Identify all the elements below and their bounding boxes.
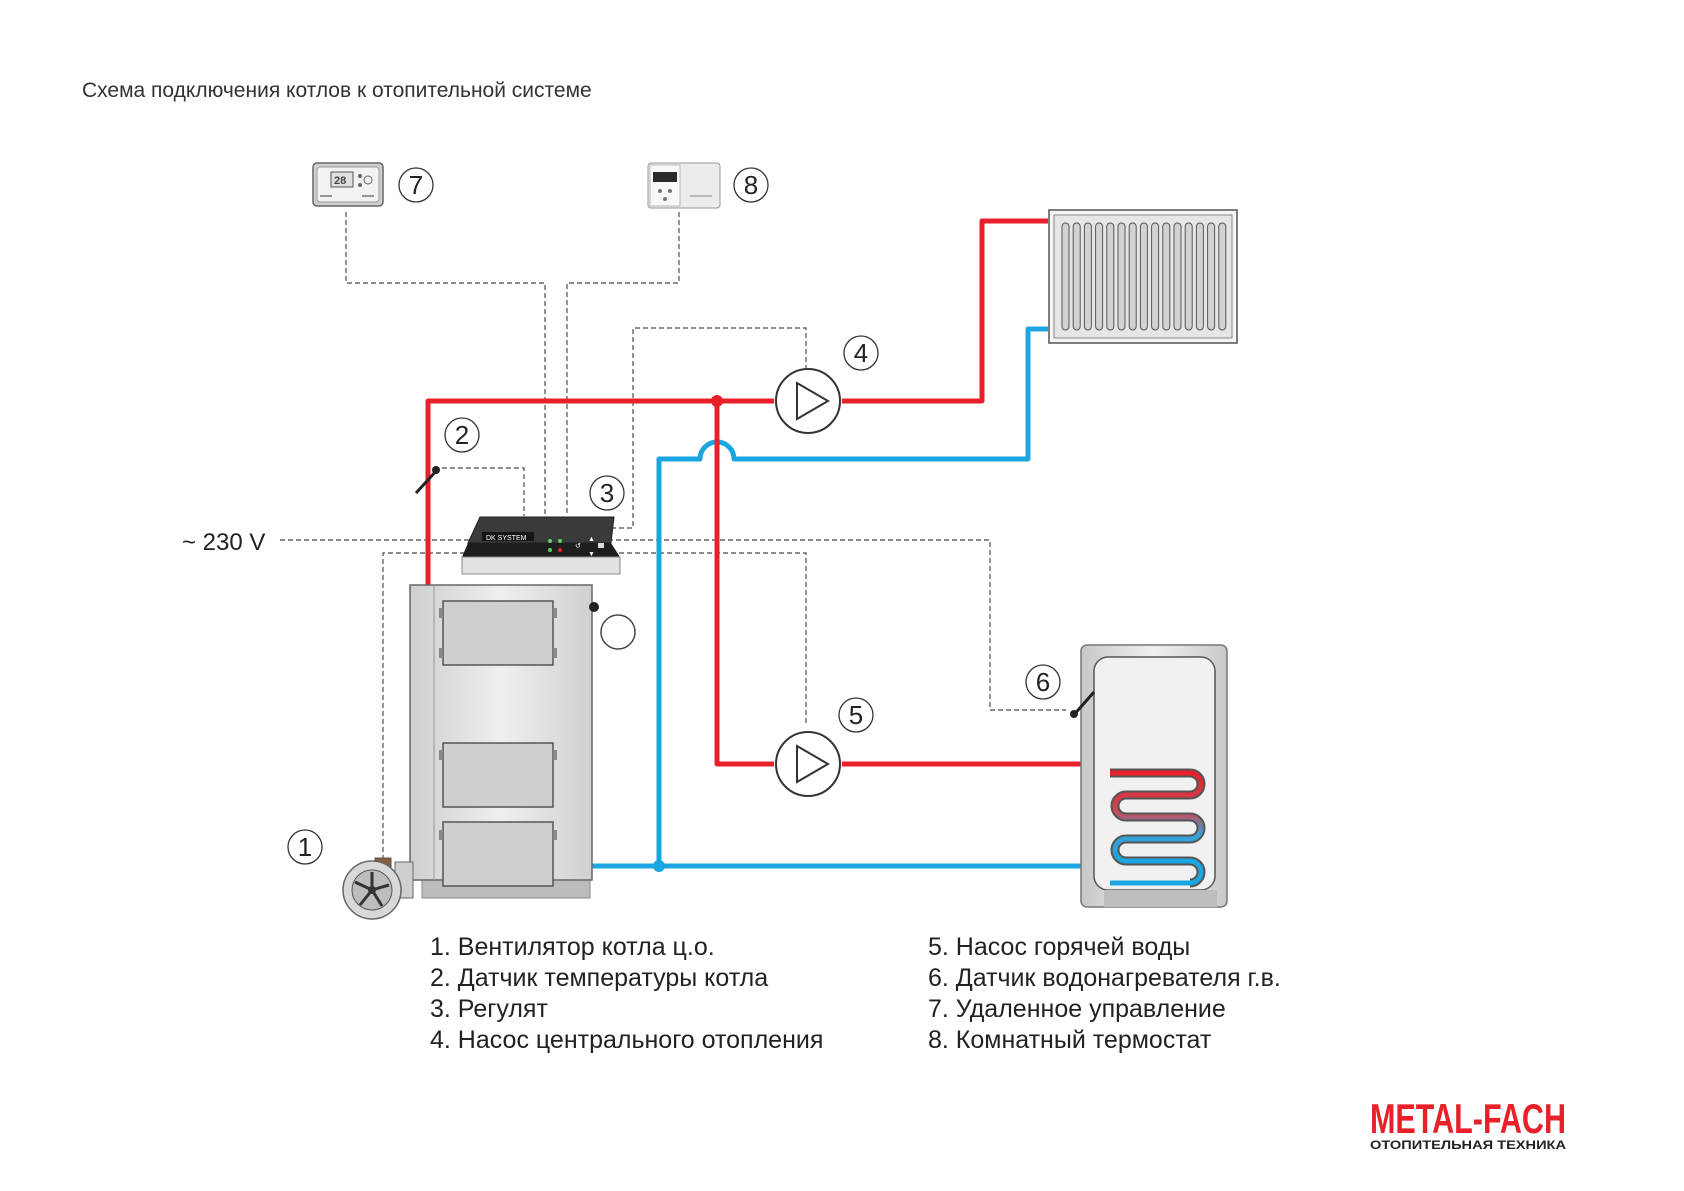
boiler (409, 584, 636, 899)
supply-pipes (425, 218, 1110, 767)
room-thermostat-device (647, 162, 721, 209)
remote-control-device: 28 (312, 162, 384, 207)
callout-8: 8 (733, 167, 769, 203)
radiator-fin (1095, 222, 1104, 331)
controller-label: DK SYSTEM (486, 535, 527, 542)
legend-item: 2. Датчик температуры котла (430, 964, 768, 992)
water-heater-sensor (1070, 691, 1096, 718)
svg-text:1: 1 (298, 832, 312, 862)
callout-4: 4 (843, 335, 879, 371)
logo-tagline: ОТОПИТЕЛЬНАЯ ТЕХНИКА (1370, 1138, 1566, 1152)
radiator (1048, 209, 1238, 344)
radiator-fin (1162, 222, 1171, 331)
central-heating-pump (775, 368, 841, 434)
legend-item: 8. Комнатный термостат (928, 1026, 1212, 1054)
callout-7: 7 (398, 167, 434, 203)
radiator-fin (1106, 222, 1115, 331)
legend-item: 1. Вентилятор котла ц.о. (430, 933, 715, 961)
svg-text:↺: ↺ (575, 543, 581, 550)
callout-6: 6 (1025, 664, 1061, 700)
voltage-label: ~ 230 V (182, 529, 265, 556)
radiator-fin (1117, 222, 1126, 331)
boiler-temperature-sensor (414, 466, 440, 495)
control-wiring (280, 212, 1066, 858)
callouts: 1 2 3 4 5 6 7 8 (287, 167, 1061, 865)
callout-1: 1 (287, 829, 323, 865)
legend-item: 4. Насос центрального отопления (430, 1026, 823, 1054)
svg-text:8: 8 (744, 170, 758, 200)
radiator-fin (1061, 222, 1070, 331)
radiator-fin (1173, 222, 1182, 331)
radiator-fin (1083, 222, 1092, 331)
hot-water-pump (775, 731, 841, 797)
legend: 1. Вентилятор котла ц.о. 2. Датчик темпе… (430, 933, 1281, 1054)
legend-item: 6. Датчик водонагревателя г.в. (928, 964, 1281, 992)
radiator-fin (1184, 222, 1193, 331)
svg-text:7: 7 (409, 170, 423, 200)
boiler-fan (342, 857, 414, 920)
diagram-title: Схема подключения котлов к отопительной … (82, 79, 592, 102)
controller-unit: DK SYSTEM ↺ ▲ ▼ (461, 516, 621, 575)
callout-5: 5 (838, 697, 874, 733)
radiator-fin (1128, 222, 1137, 331)
radiator-fin (1207, 222, 1216, 331)
svg-text:2: 2 (455, 420, 469, 450)
radiator-fin (1139, 222, 1148, 331)
svg-text:▲: ▲ (588, 536, 595, 543)
callout-2: 2 (444, 417, 480, 453)
radiator-fin (1151, 222, 1160, 331)
legend-item: 7. Удаленное управление (928, 995, 1226, 1023)
legend-item: 3. Регулят (430, 995, 548, 1023)
logo-brand: METAL-FACH (1370, 1095, 1566, 1142)
return-pipes (588, 326, 1108, 872)
radiator-fin (1195, 222, 1204, 331)
callout-3: 3 (589, 475, 625, 511)
svg-text:5: 5 (849, 700, 863, 730)
svg-text:▼: ▼ (588, 551, 595, 558)
water-heater-tank (1080, 644, 1228, 908)
brand-logo: METAL-FACH ОТОПИТЕЛЬНАЯ ТЕХНИКА (1370, 1095, 1566, 1152)
svg-text:4: 4 (854, 338, 868, 368)
remote-display: 28 (334, 175, 346, 187)
svg-text:3: 3 (600, 478, 614, 508)
radiator-fin (1072, 222, 1081, 331)
svg-text:6: 6 (1036, 667, 1050, 697)
legend-item: 5. Насос горячей воды (928, 933, 1190, 961)
radiator-fin (1218, 222, 1227, 331)
